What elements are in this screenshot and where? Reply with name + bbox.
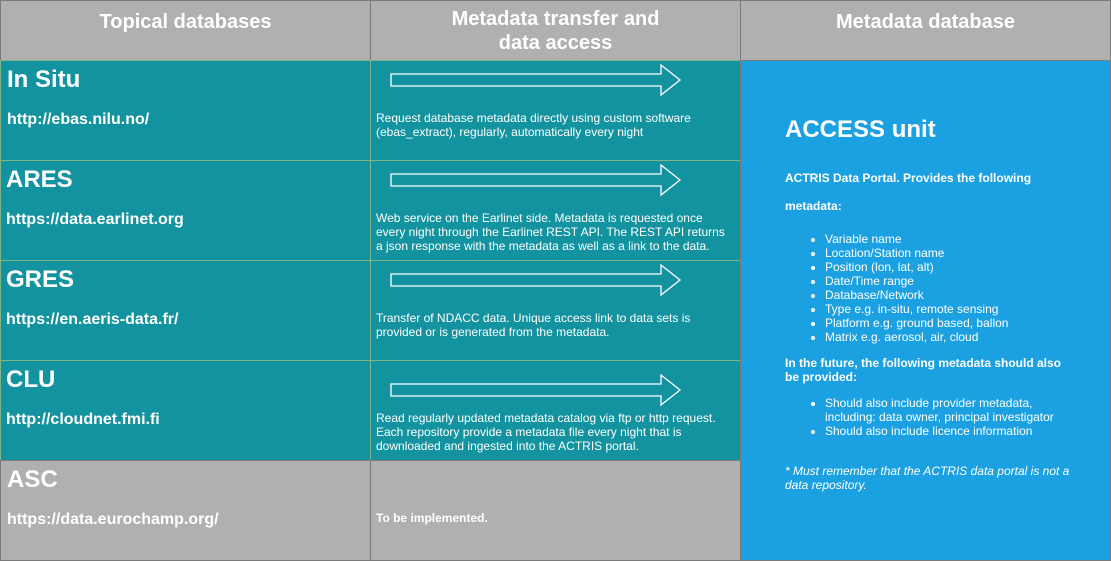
transfer-cell-gres: Transfer of NDACC data. Unique access li…	[370, 260, 741, 361]
header-metadata-database: Metadata database	[740, 0, 1111, 61]
portal-intro-metadata: metadata:	[785, 199, 842, 213]
repository-note: * Must remember that the ACTRIS data por…	[785, 464, 1070, 492]
transfer-description: Read regularly updated metadata catalog …	[376, 411, 716, 453]
list-item: Date/Time range	[825, 274, 1008, 288]
right-arrow-icon	[390, 374, 682, 407]
database-cell-ares: ARES https://data.earlinet.org	[0, 160, 371, 261]
header-topical-label: Topical databases	[99, 11, 272, 33]
database-cell-clu: CLU http://cloudnet.fmi.fi	[0, 360, 371, 461]
access-unit-title: ACCESS unit	[785, 116, 936, 143]
list-item: Position (lon, lat, alt)	[825, 260, 1008, 274]
list-item: Location/Station name	[825, 246, 1008, 260]
database-name: In Situ	[7, 66, 81, 93]
list-item: Should also include provider metadata, i…	[825, 396, 1085, 424]
database-cell-gres: GRES https://en.aeris-data.fr/	[0, 260, 371, 361]
transfer-description: To be implemented.	[376, 511, 488, 525]
right-arrow-icon	[390, 164, 682, 197]
transfer-description: Web service on the Earlinet side. Metada…	[376, 211, 725, 253]
database-cell-in-situ: In Situ http://ebas.nilu.no/	[0, 60, 371, 161]
database-name: GRES	[6, 266, 75, 293]
header-metadata-db-label: Metadata database	[836, 11, 1015, 33]
right-arrow-icon	[390, 264, 682, 297]
access-unit-panel: ACCESS unit ACTRIS Data Portal. Provides…	[740, 60, 1111, 561]
portal-intro: ACTRIS Data Portal. Provides the followi…	[785, 171, 1032, 185]
future-metadata-list: Should also include provider metadata, i…	[785, 396, 1085, 438]
database-name: ASC	[7, 466, 58, 493]
right-arrow-icon	[390, 64, 682, 97]
transfer-cell-ares: Web service on the Earlinet side. Metada…	[370, 160, 741, 261]
transfer-cell-clu: Read regularly updated metadata catalog …	[370, 360, 741, 461]
database-cell-asc: ASC https://data.eurochamp.org/	[0, 460, 371, 561]
list-item: Type e.g. in-situ, remote sensing	[825, 302, 1008, 316]
database-name: CLU	[6, 366, 56, 393]
transfer-description: Request database metadata directly using…	[376, 111, 691, 139]
database-url: https://data.earlinet.org	[6, 211, 184, 228]
list-item: Database/Network	[825, 288, 1008, 302]
database-url: http://cloudnet.fmi.fi	[6, 411, 160, 428]
transfer-description: Transfer of NDACC data. Unique access li…	[376, 311, 691, 339]
transfer-cell-asc: To be implemented.	[370, 460, 741, 561]
future-metadata-intro: In the future, the following metadata sh…	[785, 356, 1062, 384]
list-item: Matrix e.g. aerosol, air, cloud	[825, 330, 1008, 344]
header-metadata-transfer: Metadata transfer and data access	[370, 0, 741, 61]
database-url: http://ebas.nilu.no/	[7, 111, 150, 128]
transfer-cell-in-situ: Request database metadata directly using…	[370, 60, 741, 161]
list-item: Should also include licence information	[825, 424, 1085, 438]
database-name: ARES	[6, 166, 73, 193]
list-item: Platform e.g. ground based, ballon	[825, 316, 1008, 330]
header-transfer-line1: Metadata transfer and	[451, 8, 660, 30]
list-item: Variable name	[825, 232, 1008, 246]
database-url: https://data.eurochamp.org/	[7, 511, 219, 528]
database-url: https://en.aeris-data.fr/	[6, 311, 179, 328]
header-topical-databases: Topical databases	[0, 0, 371, 61]
header-transfer-line2: data access	[498, 32, 613, 54]
metadata-list: Variable name Location/Station name Posi…	[785, 232, 1008, 344]
